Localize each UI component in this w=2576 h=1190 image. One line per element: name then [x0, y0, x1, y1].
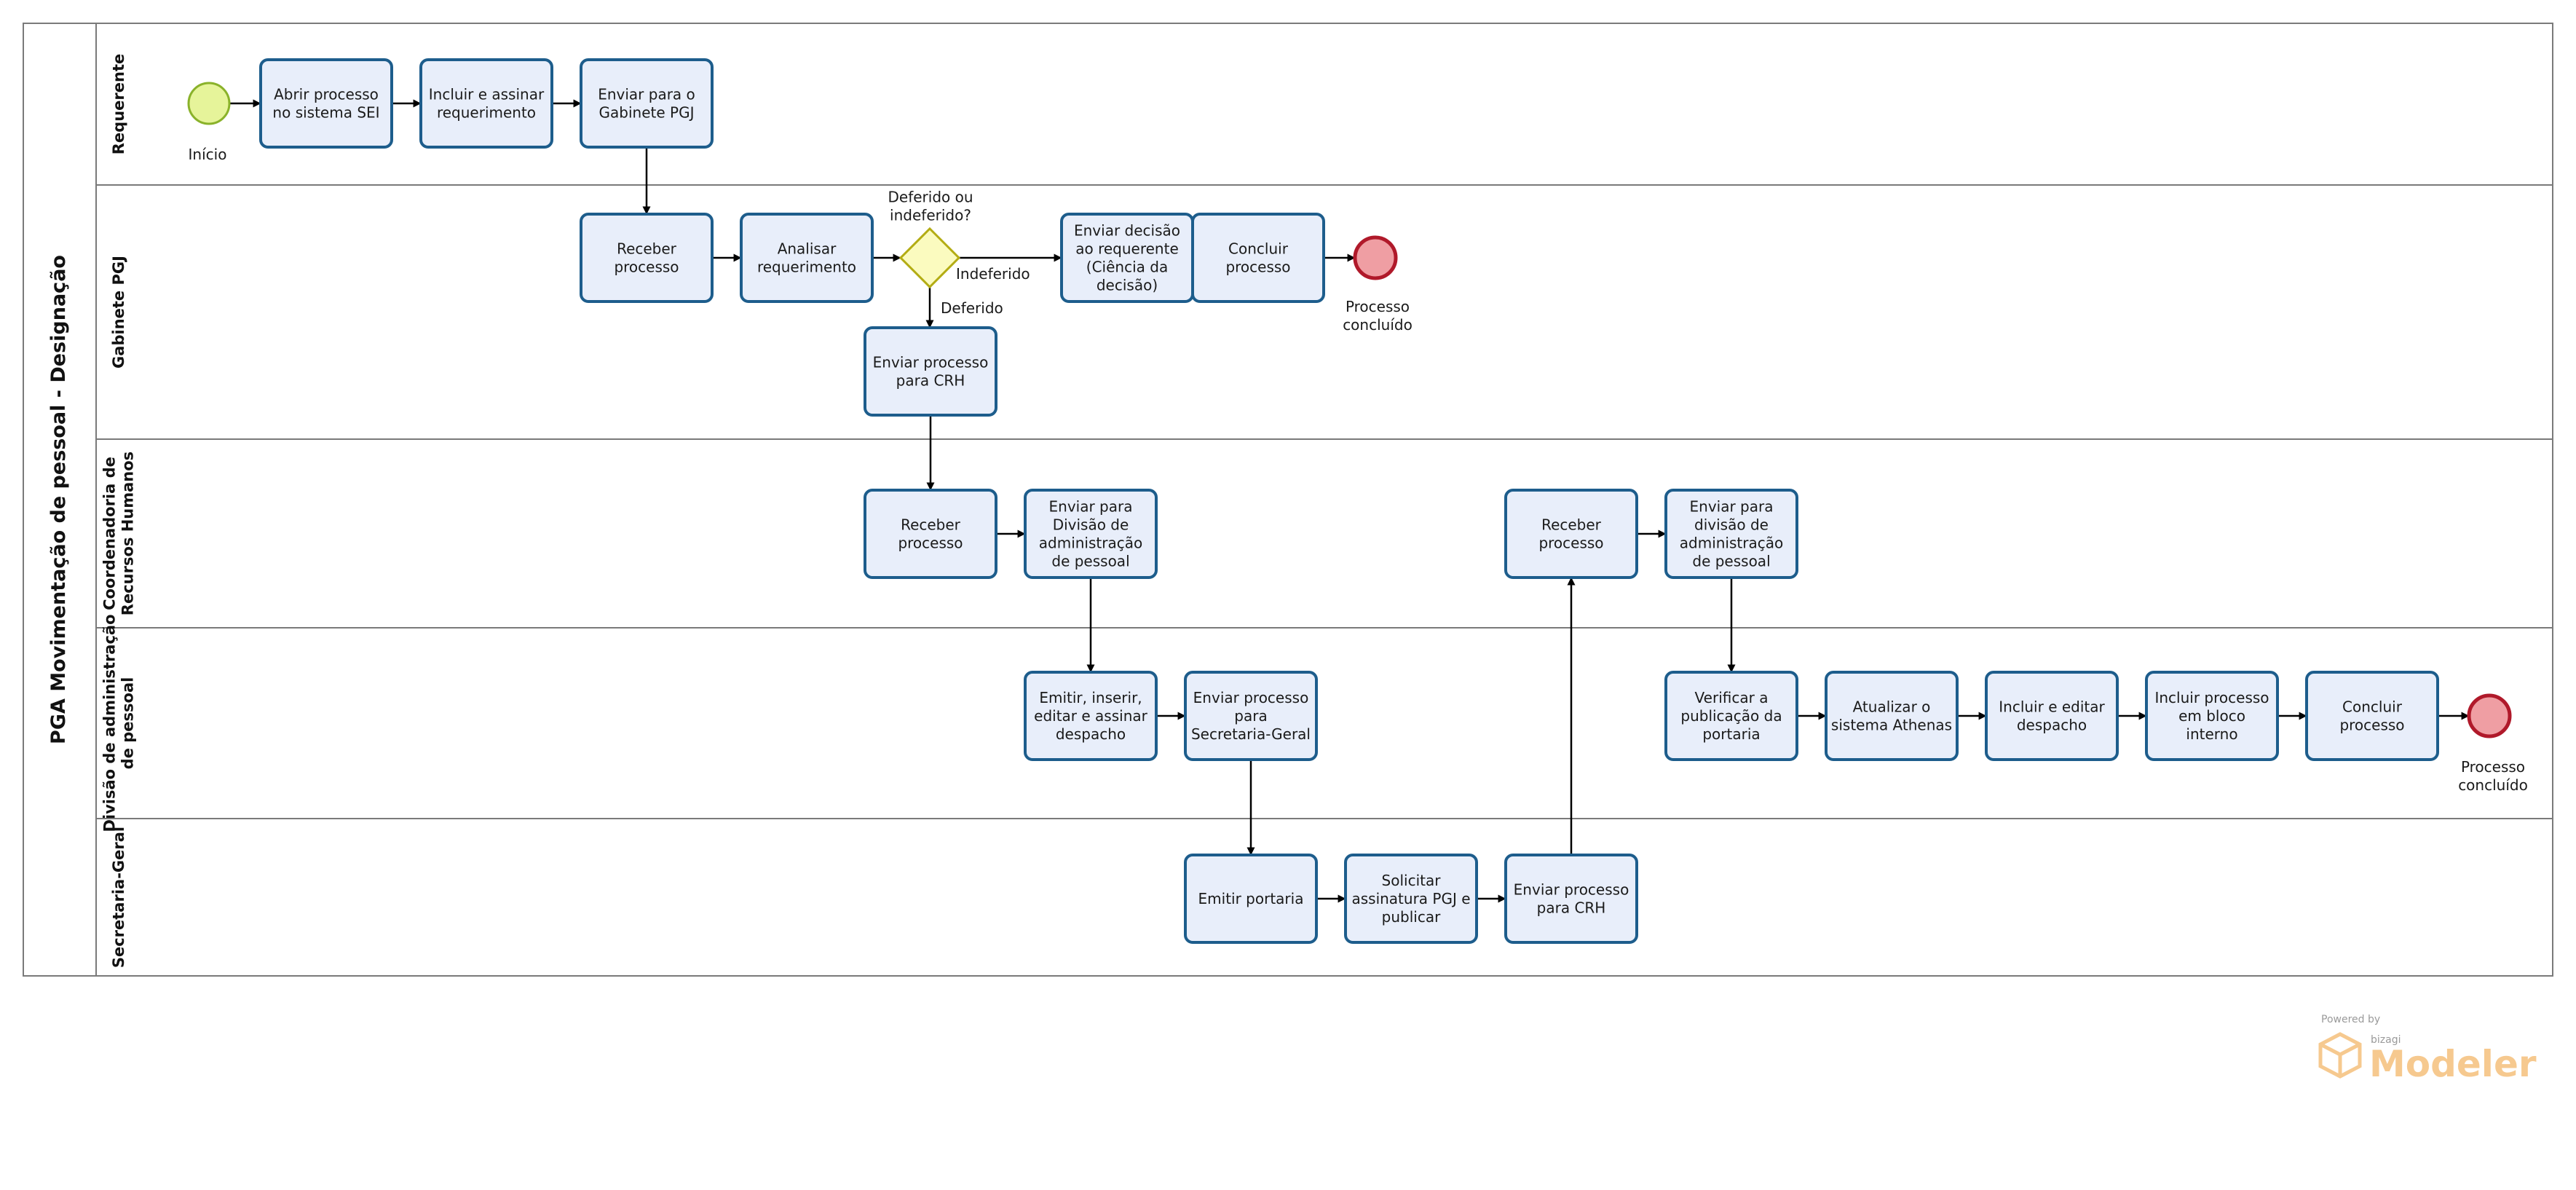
task-box[interactable] [1184, 854, 1318, 944]
task-box[interactable] [864, 489, 997, 579]
gateway-no-label: Indeferido [956, 265, 1030, 283]
task-box[interactable] [1664, 489, 1798, 579]
end-event-end1[interactable] [1353, 235, 1398, 280]
lane-label-crh: Coordenadoria deRecursos Humanos [101, 452, 137, 615]
lane-label-sg: Secretaria-Geral [110, 827, 127, 968]
task-box[interactable] [1664, 671, 1798, 761]
task-box[interactable] [2305, 671, 2439, 761]
task-box[interactable] [1344, 854, 1478, 944]
task-box[interactable] [1024, 671, 1158, 761]
pool-frame [23, 23, 2553, 977]
gateway-yes-label: Deferido [941, 299, 1003, 317]
pool-title: PGA Movimentação de pessoal - Designação [47, 255, 70, 744]
task-box[interactable] [1191, 213, 1325, 303]
bizagi-logo-icon [2318, 1032, 2362, 1079]
task-box[interactable] [2145, 671, 2279, 761]
task-box[interactable] [580, 213, 714, 303]
task-box[interactable] [580, 58, 714, 149]
exclusive-gateway[interactable] [898, 226, 961, 289]
lane-label-requerente: Requerente [110, 54, 127, 154]
lane-label-dap: Divisão de administraçãode pessoal [101, 614, 137, 832]
watermark-brand: bizagi [2371, 1034, 2401, 1046]
task-box[interactable] [1504, 489, 1638, 579]
task-box[interactable] [1184, 671, 1318, 761]
task-t20[interactable]: Emitir portaria [1184, 854, 1318, 944]
start-event-start[interactable] [187, 82, 231, 125]
task-box[interactable] [1985, 671, 2119, 761]
task-box[interactable] [1504, 854, 1638, 944]
watermark-powered: Powered by [2321, 1014, 2380, 1025]
task-box[interactable] [1825, 671, 1959, 761]
event-label-start: Início [189, 146, 227, 163]
watermark-product: Modeler [2369, 1043, 2537, 1085]
task-box[interactable] [419, 58, 553, 149]
task-box[interactable] [740, 213, 874, 303]
task-box[interactable] [259, 58, 393, 149]
task-box[interactable] [1024, 489, 1158, 579]
end-event-end2[interactable] [2467, 693, 2512, 738]
task-box[interactable] [864, 326, 997, 417]
task-label: Emitir portaria [1198, 890, 1304, 907]
lane-label-gabinete: Gabinete PGJ [110, 256, 127, 369]
